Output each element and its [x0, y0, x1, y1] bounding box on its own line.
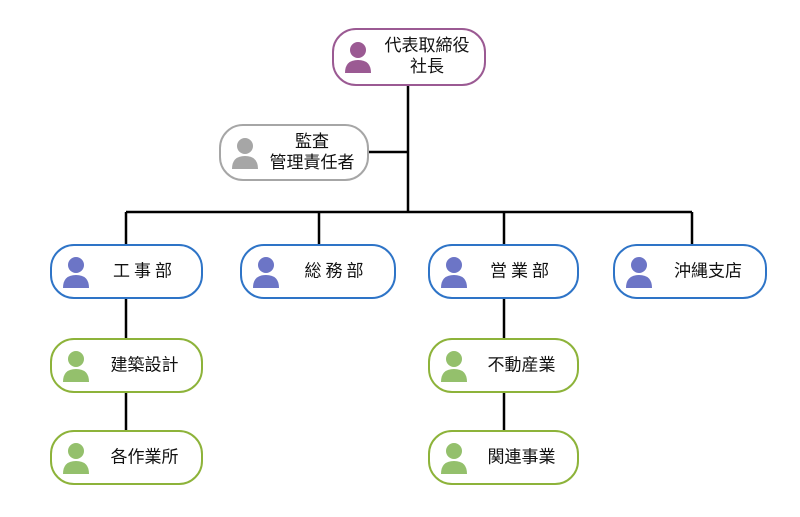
node-real-estate: 不動産業 [428, 338, 579, 393]
audit-title-line2: 管理責任者 [269, 152, 355, 173]
node-real-estate-label: 不動産業 [487, 355, 556, 375]
audit-title-line1: 監査 [295, 131, 329, 152]
node-president-label: 代表取締役 社長 [378, 36, 476, 78]
person-icon [232, 137, 258, 169]
person-icon [345, 42, 371, 73]
node-architectural-design: 建築設計 [50, 338, 203, 393]
node-audit: 監査 管理責任者 [219, 124, 369, 181]
person-icon [441, 442, 467, 474]
person-icon [626, 256, 652, 288]
president-title-line2: 社長 [410, 57, 444, 77]
node-sites: 各作業所 [50, 430, 203, 485]
node-audit-label: 監査 管理責任者 [265, 132, 359, 174]
node-sales: 営業部 [428, 244, 579, 299]
node-related-business: 関連事業 [428, 430, 579, 485]
person-icon [63, 442, 89, 474]
node-okinawa: 沖縄支店 [613, 244, 767, 299]
person-icon [253, 256, 279, 288]
node-sales-label: 営業部 [490, 261, 553, 281]
person-icon [441, 256, 467, 288]
president-title-line1: 代表取締役 [384, 36, 470, 56]
node-general-affairs: 総務部 [240, 244, 396, 299]
node-construction: 工事部 [50, 244, 203, 299]
person-icon [63, 256, 89, 288]
person-icon [63, 350, 89, 382]
node-president: 代表取締役 社長 [332, 28, 486, 86]
node-architectural-design-label: 建築設計 [110, 355, 179, 375]
node-sites-label: 各作業所 [110, 447, 179, 467]
person-icon [441, 350, 467, 382]
node-general-affairs-label: 総務部 [304, 261, 368, 281]
node-okinawa-label: 沖縄支店 [674, 261, 742, 281]
node-construction-label: 工事部 [113, 261, 176, 281]
node-related-business-label: 関連事業 [487, 447, 556, 467]
